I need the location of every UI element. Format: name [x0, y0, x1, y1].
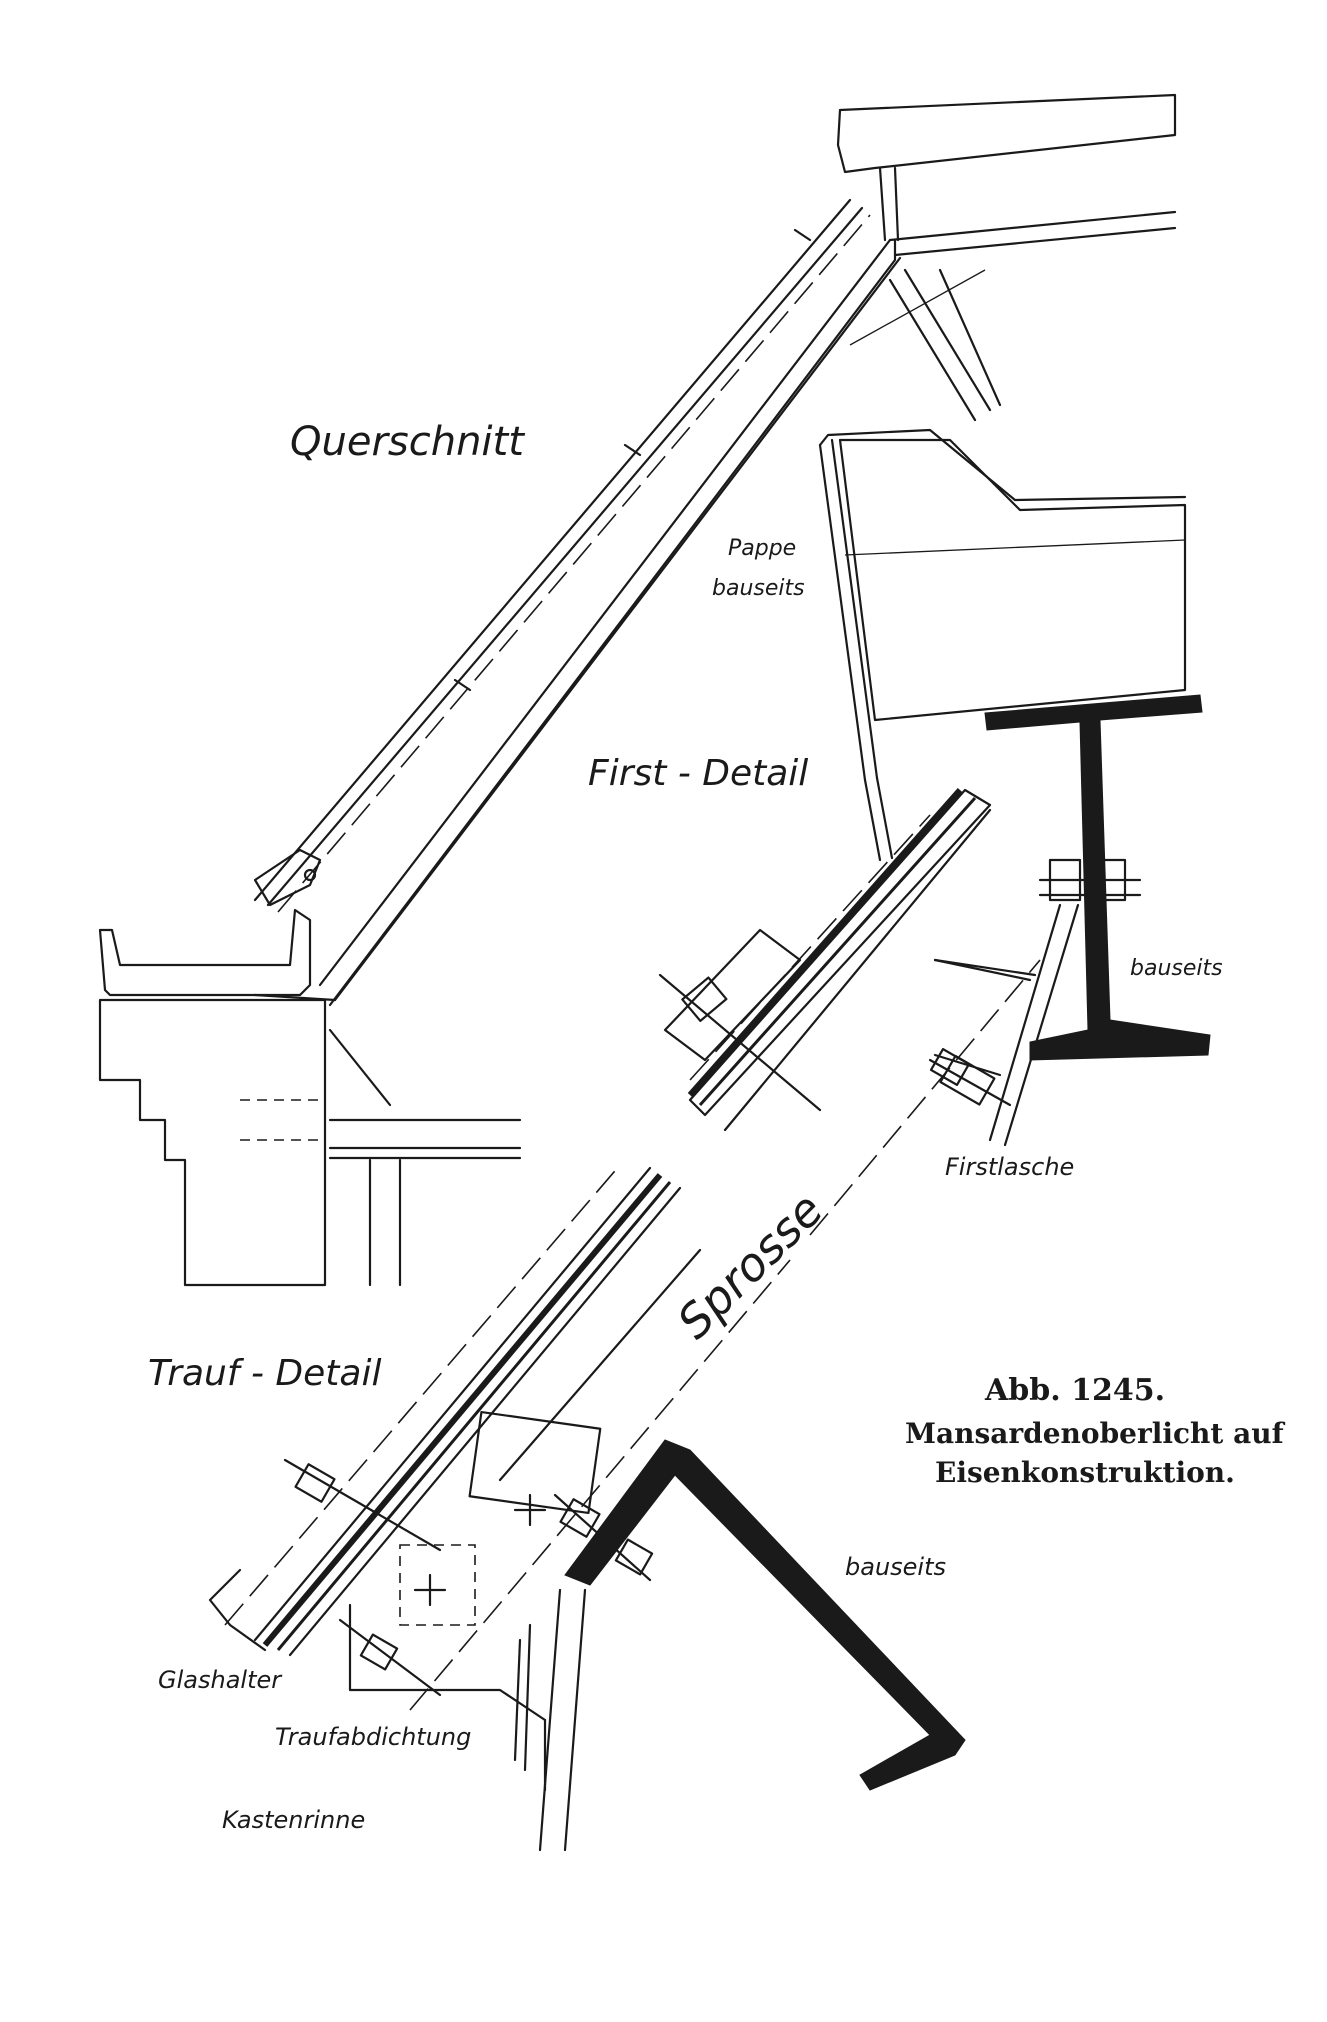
caption-line-2: Eisenkonstruktion. — [935, 1456, 1235, 1489]
glazing-dashed — [277, 214, 871, 913]
lower-bolt-plate — [468, 1410, 602, 1515]
eave-masonry — [98, 998, 327, 1287]
rafter-line-3 — [328, 238, 897, 1007]
lower-plus-icon — [513, 1493, 547, 1527]
ridge-concrete — [838, 438, 1187, 722]
glass-upper-edge — [723, 808, 992, 1132]
beam-nut — [1048, 858, 1082, 902]
wall-post — [368, 1158, 402, 1287]
gutter — [98, 908, 312, 997]
bar-outline-top — [224, 1164, 621, 1626]
bar-outline-bottom-2 — [809, 959, 1041, 1236]
sprosse-bar — [208, 788, 1041, 1852]
lower-nut-2 — [559, 1498, 601, 1538]
rafter-line-1 — [318, 238, 892, 987]
glass-lower-edge — [288, 1186, 682, 1657]
caption-figure: Abb. 1245. — [984, 1373, 1165, 1408]
bar-outline-top-2 — [689, 814, 931, 1081]
caption-line-1: Mansardenoberlicht auf — [905, 1417, 1286, 1450]
label-bauseits-bottom: bauseits — [845, 1553, 946, 1581]
eave-holder — [253, 848, 322, 907]
beam-hole-icon — [1091, 925, 1105, 939]
lug-edge — [933, 958, 1037, 977]
upper-bolt — [658, 973, 822, 1112]
label-trauf-detail: Trauf - Detail — [148, 1353, 381, 1394]
first-detail — [818, 428, 1211, 1147]
eave-seal — [348, 1603, 547, 1722]
upper-bolt-plate — [663, 928, 802, 1062]
floor-beam — [328, 1118, 522, 1160]
ridge-bolt — [928, 1058, 1012, 1107]
glass-upper-thick — [687, 788, 963, 1097]
label-traufabdichtung: Traufabdichtung — [275, 1723, 471, 1751]
glass-holder — [208, 1568, 267, 1652]
glass-lower-line — [276, 1181, 672, 1651]
label-pappe-bauseits: bauseits — [712, 576, 805, 601]
ridge-i-beam — [984, 694, 1211, 1061]
upper-nut-2 — [929, 1048, 971, 1086]
eave-bolt-icon — [303, 868, 317, 882]
label-querschnitt: Querschnitt — [290, 419, 525, 465]
truss-brace — [849, 269, 986, 346]
label-kastenrinne: Kastenrinne — [222, 1806, 365, 1834]
eave-link — [253, 993, 337, 1002]
ridge-rafter — [888, 210, 1177, 257]
lower-dash-plate — [399, 1544, 476, 1626]
glass-upper — [688, 788, 992, 1117]
ridge-truss — [888, 268, 1002, 422]
label-sprosse: Sprosse — [667, 1182, 834, 1349]
eave-seal-2 — [338, 1618, 442, 1697]
angle-steel — [564, 1439, 966, 1791]
eave-brace — [328, 1028, 392, 1107]
cross-section — [98, 93, 1177, 1287]
lower-bolt — [283, 1458, 442, 1552]
wall-steel-inner — [513, 1623, 532, 1772]
bar-web — [498, 1248, 702, 1482]
glass-lower-thick — [262, 1173, 663, 1647]
glazing-line-2 — [266, 206, 864, 907]
label-first-detail: First - Detail — [588, 753, 808, 794]
ridge-beam — [836, 93, 1177, 174]
label-firstlasche: Firstlasche — [945, 1153, 1074, 1181]
glazing-ticks — [453, 228, 812, 692]
wall-steel — [538, 1588, 587, 1852]
lower-nut — [294, 1463, 336, 1503]
label-bauseits-top: bauseits — [1130, 956, 1223, 981]
beam-bolt-lines — [1038, 878, 1142, 897]
lower-plus-icon-2 — [413, 1573, 447, 1607]
flashing-leg — [818, 438, 879, 782]
glazing-line-1 — [253, 198, 852, 902]
bar-outline-bottom — [409, 1259, 791, 1711]
flashing-outer — [818, 428, 1187, 502]
concrete-joint — [844, 539, 1186, 556]
ridge-lug — [988, 903, 1080, 1147]
rafter-line-2 — [333, 256, 902, 1002]
beam-washer — [1098, 858, 1127, 902]
ridge-support — [878, 166, 900, 242]
masonry-dash — [240, 1099, 325, 1141]
flashing-lower — [863, 776, 894, 862]
glass-upper-line — [698, 796, 977, 1107]
upper-nut — [681, 976, 728, 1022]
lower-nut-3 — [614, 1538, 654, 1576]
label-pappe: Pappe — [728, 536, 796, 561]
label-glashalter: Glashalter — [158, 1666, 283, 1694]
glass-lower-top — [253, 1166, 652, 1642]
